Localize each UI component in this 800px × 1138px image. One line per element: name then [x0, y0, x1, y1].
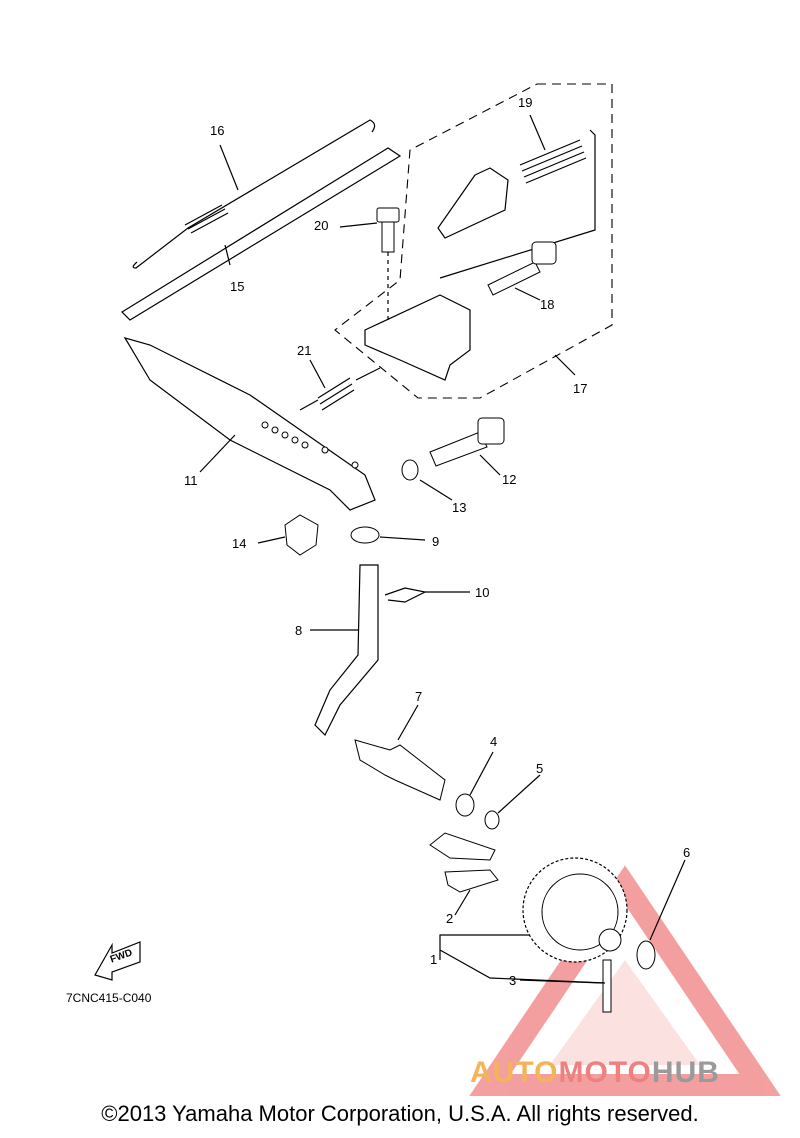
callout-8: 8	[295, 623, 303, 638]
part-20-bolt	[376, 207, 400, 320]
callout-2: 2	[446, 911, 454, 926]
part-9-washer	[350, 526, 380, 544]
callout-16: 16	[210, 123, 225, 138]
part-12-bolt	[429, 417, 505, 467]
part-13-washer	[401, 459, 419, 481]
watermark-part-moto: MOTO	[558, 1056, 652, 1089]
callout-11: 11	[184, 473, 198, 488]
assembly-17-boundary	[334, 83, 613, 399]
callout-15: 15	[230, 279, 245, 294]
part-3-pin	[602, 959, 612, 1013]
watermark-triangle-logo	[469, 865, 781, 1096]
callout-10: 10	[475, 585, 490, 600]
part-5-ring	[484, 810, 500, 830]
part-14-nut	[284, 514, 319, 556]
callout-19: 19	[518, 95, 533, 110]
part-18-bolt	[487, 241, 557, 296]
part-10-clip	[384, 587, 427, 603]
part-11-lever-arm	[123, 337, 376, 511]
part-6-washer	[636, 940, 656, 970]
callout-9: 9	[432, 534, 440, 549]
part-16-spring	[132, 119, 376, 269]
callout-6: 6	[683, 845, 691, 860]
leader-lines	[199, 114, 686, 984]
callout-7: 7	[415, 689, 423, 704]
callout-13: 13	[452, 500, 467, 515]
part-17-bracket-lower	[364, 294, 471, 381]
watermark-part-hub: HUB	[651, 1056, 720, 1089]
callout-20: 20	[314, 218, 329, 233]
part-7-bushing	[354, 739, 446, 801]
callout-5: 5	[536, 761, 544, 776]
part-19-spring	[439, 129, 596, 279]
part-1-gear	[522, 857, 628, 963]
callout-12: 12	[502, 472, 517, 487]
part-4-washer	[455, 793, 475, 817]
callout-18: 18	[540, 297, 555, 312]
part-2-plate-lower	[444, 869, 499, 893]
watermark-text: AUTOMOTOHUB	[470, 1056, 720, 1090]
copyright-notice: ©2013 Yamaha Motor Corporation, U.S.A. A…	[101, 1101, 699, 1126]
callout-3: 3	[509, 973, 517, 988]
callout-21: 21	[297, 343, 312, 358]
watermark-part-auto: AUTO	[470, 1056, 559, 1089]
part-15-rod	[121, 147, 402, 321]
fwd-arrow-icon	[94, 941, 141, 981]
part-2-plate-upper	[429, 832, 496, 861]
part-17-bracket-upper	[437, 167, 509, 239]
part-21-spring	[299, 367, 381, 411]
callout-1: 1	[430, 952, 438, 967]
part-8-shaft	[314, 564, 379, 737]
part-11-holes	[261, 421, 359, 469]
callout-4: 4	[490, 734, 498, 749]
diagram-code: 7CNC415-C040	[66, 991, 152, 1005]
callout-14: 14	[232, 536, 247, 551]
callout-17: 17	[573, 381, 588, 396]
